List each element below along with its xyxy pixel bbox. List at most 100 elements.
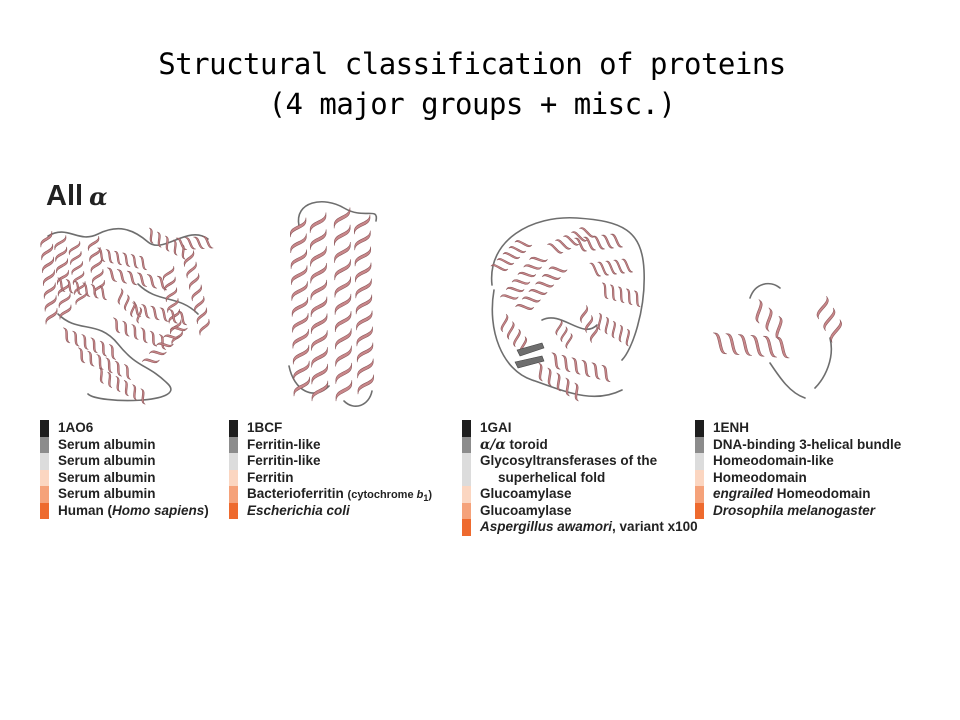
legend-fold: Homeodomain-like bbox=[713, 453, 834, 468]
helix-turn bbox=[601, 364, 611, 383]
helix-turn bbox=[68, 241, 81, 255]
helix-turn bbox=[105, 357, 113, 374]
helix-turn bbox=[99, 340, 107, 357]
legend-row-class: α/α toroid bbox=[462, 436, 698, 453]
helix-turn bbox=[75, 291, 87, 305]
helix-turn bbox=[43, 282, 56, 299]
helix-turn bbox=[139, 255, 147, 271]
helix-turn bbox=[583, 236, 596, 251]
species-suffix: , variant x100 bbox=[612, 519, 698, 534]
loop-segment bbox=[749, 282, 781, 299]
helix-turn bbox=[42, 256, 55, 273]
helix-turn bbox=[357, 358, 374, 379]
alpha-helix bbox=[162, 266, 183, 345]
helix-turn bbox=[177, 310, 188, 326]
alpha-helix bbox=[141, 326, 188, 364]
protein-structure-1ao6 bbox=[40, 227, 214, 405]
helix-turn bbox=[511, 279, 531, 285]
legend-row-fold: Homeodomain-like bbox=[695, 453, 901, 470]
legend-species: Human (Homo sapiens) bbox=[58, 503, 209, 520]
swatch-family bbox=[40, 486, 49, 503]
helix-turn bbox=[92, 269, 104, 284]
helix-turn bbox=[140, 327, 148, 344]
helix-turn bbox=[130, 300, 136, 318]
helix-turn bbox=[202, 236, 214, 249]
legend-class: Ferritin-like bbox=[247, 436, 321, 452]
legend-row-species: Human (Homo sapiens) bbox=[40, 502, 209, 520]
helix-turn bbox=[45, 308, 58, 325]
helix-turn bbox=[310, 246, 327, 267]
helix-turn bbox=[625, 288, 633, 306]
helix-turn bbox=[87, 350, 95, 367]
legend-row-superfamily: Homeodomain bbox=[695, 469, 901, 486]
helix-turn bbox=[42, 269, 55, 286]
helix-turn bbox=[289, 217, 307, 238]
family-italic: engrailed bbox=[713, 486, 774, 501]
legend-row-family: engrailed Homeodomain bbox=[695, 486, 901, 503]
helix-turn bbox=[122, 320, 130, 337]
helix-turn bbox=[514, 240, 533, 248]
helix-turn bbox=[750, 335, 765, 357]
legend-1bcf: 1BCF Ferritin-like Ferritin-like Ferriti… bbox=[229, 420, 432, 519]
helix-turn bbox=[613, 259, 625, 274]
loop-segment bbox=[343, 390, 373, 407]
legend-row-fold: Ferritin-like bbox=[229, 453, 432, 470]
helix-turn bbox=[116, 269, 128, 284]
helix-turn bbox=[65, 279, 74, 294]
helix-turn bbox=[355, 262, 372, 283]
alpha-helix bbox=[309, 212, 329, 402]
alpha-helix bbox=[183, 250, 210, 336]
helix-turn bbox=[159, 307, 169, 322]
helix-turn bbox=[156, 231, 162, 248]
helix-turn bbox=[310, 296, 328, 318]
helix-turn bbox=[57, 281, 70, 297]
helix-turn bbox=[130, 254, 139, 269]
loop-segment bbox=[769, 362, 806, 399]
helix-turn bbox=[610, 233, 623, 248]
helix-turn bbox=[353, 214, 371, 235]
helix-turn bbox=[70, 251, 82, 265]
legend-superfamily: Ferritin bbox=[247, 469, 294, 485]
helix-turn bbox=[169, 326, 188, 332]
legend-row-family: Glucoamylase bbox=[462, 502, 698, 519]
helix-turn bbox=[311, 347, 328, 368]
helix-turn bbox=[563, 235, 580, 246]
helix-turn bbox=[528, 289, 548, 295]
helix-turn bbox=[355, 294, 373, 315]
swatch-family bbox=[229, 486, 238, 503]
alpha-helix bbox=[113, 317, 167, 350]
helix-turn bbox=[149, 330, 157, 347]
helix-turn bbox=[725, 333, 740, 355]
helix-turn bbox=[148, 350, 167, 356]
helix-turn bbox=[106, 267, 118, 282]
helix-turn bbox=[309, 212, 327, 233]
swatch-fold bbox=[695, 453, 704, 470]
helix-turn bbox=[334, 241, 351, 263]
helix-turn bbox=[763, 335, 777, 358]
helix-turn bbox=[54, 235, 67, 251]
fold-line-1: Glycosyltransferases of the bbox=[480, 453, 658, 468]
swatch-superfamily bbox=[462, 486, 471, 503]
legend-family: Bacterioferritin (cytochrome b1) bbox=[247, 486, 432, 507]
alpha-helix bbox=[63, 327, 117, 360]
legend-row-species: Drosophila melanogaster bbox=[695, 502, 901, 519]
helix-turn bbox=[114, 360, 122, 377]
alpha-helix bbox=[597, 312, 630, 347]
legend-family: engrailed Homeodomain bbox=[713, 486, 871, 503]
helix-turn bbox=[597, 261, 609, 276]
alpha-helix bbox=[54, 235, 72, 320]
class-heading-text: All bbox=[46, 180, 84, 212]
family-suffix: Homeodomain bbox=[773, 486, 871, 501]
protein-structure-1bcf bbox=[288, 200, 378, 407]
helix-turn bbox=[496, 258, 515, 266]
helix-turn bbox=[82, 282, 91, 297]
legend-row-family: Bacterioferritin (cytochrome b1) bbox=[229, 486, 432, 503]
helix-turn bbox=[311, 380, 329, 402]
legend-pdb-id: 1ENH bbox=[713, 420, 750, 435]
helix-turn bbox=[90, 258, 103, 273]
helix-turn bbox=[357, 374, 374, 395]
swatch-fold bbox=[462, 453, 471, 486]
helix-turn bbox=[72, 271, 85, 285]
legend-row-superfamily: Ferritin bbox=[229, 469, 432, 486]
swatch-species bbox=[40, 502, 49, 519]
